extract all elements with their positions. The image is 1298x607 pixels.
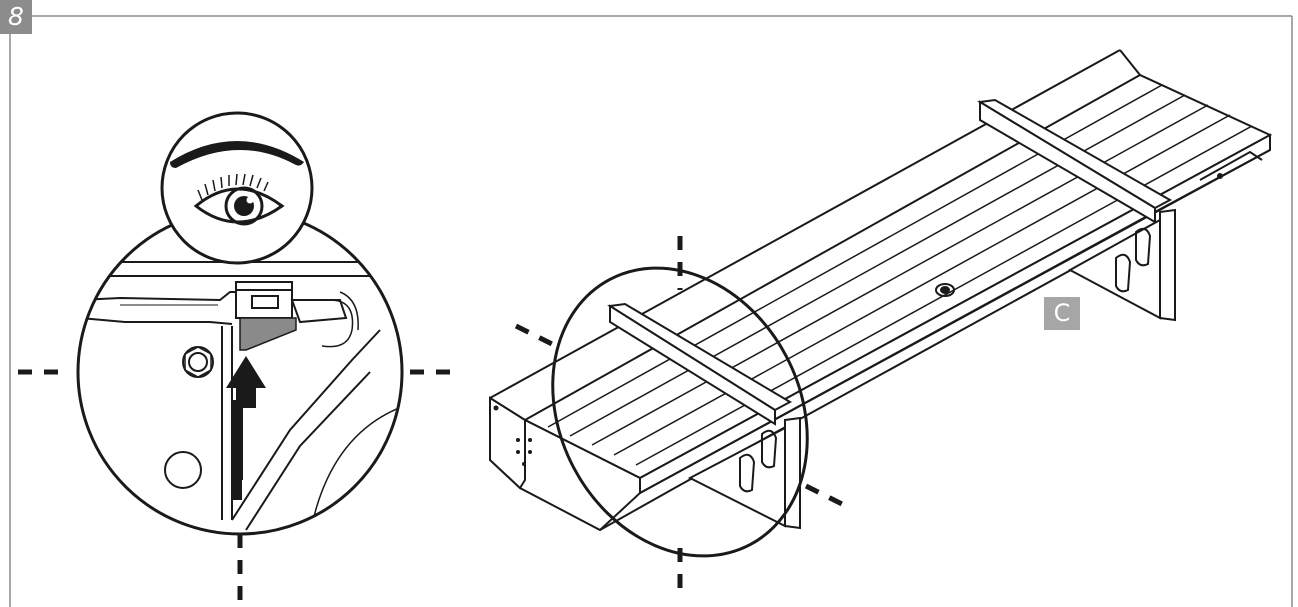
shelf-assembly bbox=[489, 49, 1273, 532]
eye-icon bbox=[160, 111, 314, 265]
highlighted-catch bbox=[239, 317, 297, 351]
detail-zoom-view bbox=[18, 111, 462, 600]
zoom-callout-ellipse bbox=[514, 236, 848, 590]
up-arrow-icon bbox=[226, 356, 266, 500]
step-number-badge: 8 bbox=[0, 0, 32, 34]
figure-frame bbox=[9, 15, 1293, 607]
part-label-badge: C bbox=[1044, 297, 1080, 330]
